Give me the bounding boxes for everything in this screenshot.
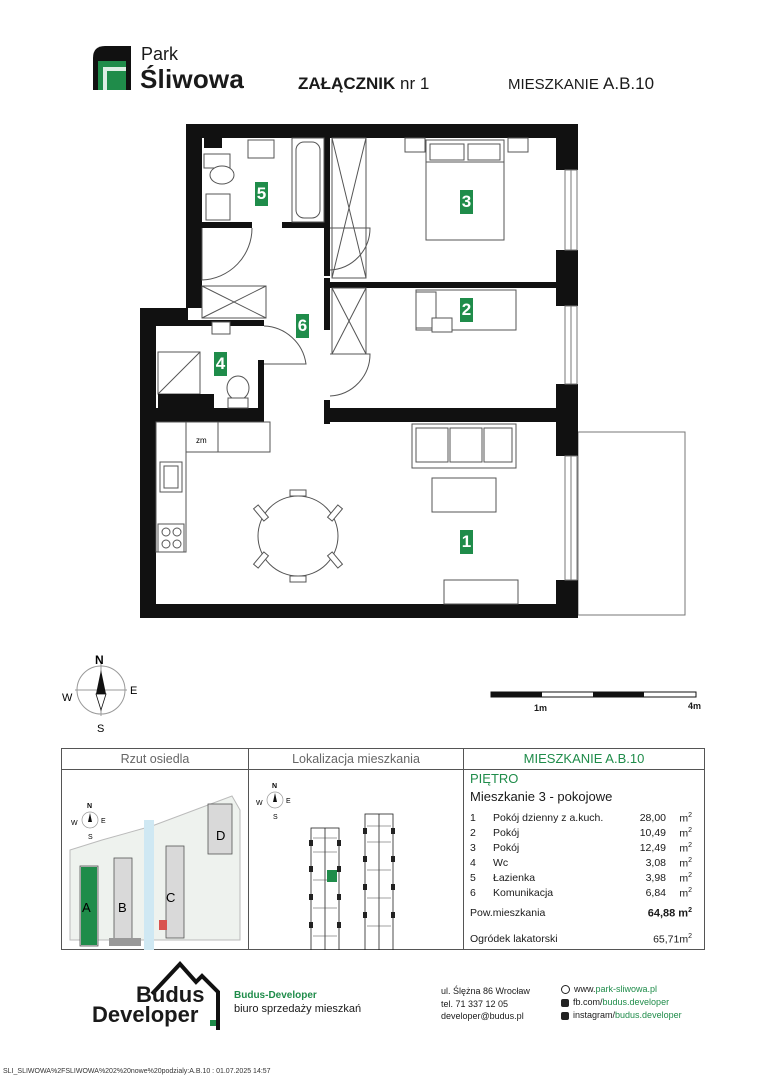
svg-text:N: N (87, 803, 92, 810)
room-area: 28,00 (639, 812, 666, 824)
svg-text:S: S (88, 834, 93, 841)
room-area: 3,98 (645, 872, 666, 884)
room-row: 5 Łazienka 3,98 m2 (470, 872, 692, 887)
floor-label: PIĘTRO (470, 771, 519, 786)
svg-text:N: N (95, 653, 104, 667)
site-plan-map: N E S W A B C D (69, 795, 241, 952)
room-row: 1 Pokój dzienny z a.kuch. 28,00 m2 (470, 812, 692, 827)
room-name: Łazienka (493, 872, 536, 884)
scale-label-4m: 4m (688, 701, 702, 711)
company-name: Budus-Developer (234, 990, 317, 1001)
room-label-4: 4 (214, 352, 227, 376)
svg-text:A: A (82, 900, 91, 915)
file-path: SLI_SLIWOWA%2FSLIWOWA%202%20nowe%20podzi… (3, 1068, 271, 1075)
room-label-5: 5 (255, 182, 268, 206)
scale-label-1m: 1m (534, 703, 548, 713)
scale-bar (490, 691, 697, 698)
svg-text:N: N (272, 783, 277, 790)
room-unit: m2 (679, 842, 692, 855)
room-label-3: 3 (460, 190, 473, 214)
budus-house-icon (150, 961, 220, 1030)
room-number: 3 (470, 842, 476, 854)
room-area: 12,49 (639, 842, 666, 854)
fridge-label: zm (196, 436, 207, 445)
room-number: 5 (470, 872, 476, 884)
budus-logo-text: Budus Developer (92, 982, 205, 1027)
instagram-icon (561, 1011, 569, 1020)
room-row: 6 Komunikacja 6,84 m2 (470, 887, 692, 902)
svg-text:E: E (286, 798, 291, 805)
compass-icon: N E S W (62, 653, 137, 735)
room-name: Pokój dzienny z a.kuch. (493, 812, 604, 824)
room-unit: m2 (679, 887, 692, 900)
site-plan-panel: Rzut osiedla N E S W A B C D (62, 749, 249, 952)
apartment-details-panel: MIESZKANIE A.B.10 PIĘTRO Mieszkanie 3 - … (464, 749, 704, 949)
facebook-link[interactable]: fb.com/budus.developer (561, 996, 682, 1009)
room-number: 2 (470, 827, 476, 839)
room-area: 10,49 (639, 827, 666, 839)
room-area: 6,84 (645, 887, 666, 899)
details-heading: MIESZKANIE A.B.10 (464, 749, 704, 770)
facebook-icon (561, 998, 569, 1007)
svg-text:S: S (273, 814, 278, 821)
room-row: 2 Pokój 10,49 m2 (470, 827, 692, 842)
svg-text:W: W (71, 820, 78, 827)
room-unit: m2 (679, 872, 692, 885)
room-unit: m2 (679, 827, 692, 840)
room-name: Pokój (493, 842, 520, 854)
svg-text:E: E (101, 818, 106, 825)
company-address: ul. Ślężna 86 Wrocław tel. 71 337 12 05 … (441, 986, 530, 1021)
brand-name: Śliwowa (140, 64, 244, 94)
room-name: Pokój (493, 827, 520, 839)
contact-links: www.park-sliwowa.pl fb.com/budus.develop… (561, 983, 682, 1022)
site-plan-heading: Rzut osiedla (62, 749, 248, 770)
apartment-type: Mieszkanie 3 - pokojowe (470, 789, 613, 804)
globe-icon (561, 985, 570, 995)
floor-plan: zm 1 2 3 4 5 6 (0, 100, 764, 660)
instagram-link[interactable]: instagram/budus.developer (561, 1009, 682, 1022)
location-map: N E S W (256, 783, 395, 955)
room-number: 4 (470, 857, 476, 869)
room-row: 3 Pokój 12,49 m2 (470, 842, 692, 857)
svg-text:S: S (97, 723, 104, 735)
room-unit: m2 (679, 812, 692, 825)
svg-text:E: E (130, 685, 137, 697)
brand-park: Park (141, 44, 179, 64)
park-logo-icon (93, 46, 131, 90)
room-row: 4 Wc 3,08 m2 (470, 857, 692, 872)
total-area: Pow.mieszkania 64,88 m2 (470, 907, 692, 920)
svg-text:W: W (256, 800, 263, 807)
garden-area: Ogródek lakatorski 65,71m2 (470, 933, 692, 946)
room-name: Komunikacja (493, 887, 554, 899)
room-name: Wc (493, 857, 509, 869)
email-link[interactable]: developer@budus.pl (441, 1011, 524, 1021)
floor-plan-drawing: zm (140, 124, 686, 618)
room-area: 3,08 (645, 857, 666, 869)
svg-text:W: W (62, 692, 73, 704)
room-label-1: 1 (460, 530, 473, 554)
room-number: 1 (470, 812, 476, 824)
room-label-2: 2 (460, 298, 473, 322)
info-table: Rzut osiedla N E S W A B C D Loka (61, 748, 705, 955)
svg-text:B: B (118, 900, 127, 915)
room-unit: m2 (679, 857, 692, 870)
apartment-heading: MIESZKANIE A.B.10 (508, 74, 655, 93)
company-subtitle: biuro sprzedaży mieszkań (234, 1003, 362, 1015)
room-label-6: 6 (296, 314, 309, 338)
attachment-title: ZAŁĄCZNIK nr 1 (298, 74, 430, 93)
website-link[interactable]: www.park-sliwowa.pl (561, 983, 682, 996)
svg-text:D: D (216, 828, 225, 843)
room-number: 6 (470, 887, 476, 899)
svg-text:C: C (166, 890, 175, 905)
location-heading: Lokalizacja mieszkania (249, 749, 463, 770)
location-panel: Lokalizacja mieszkania N E S W (249, 749, 464, 955)
